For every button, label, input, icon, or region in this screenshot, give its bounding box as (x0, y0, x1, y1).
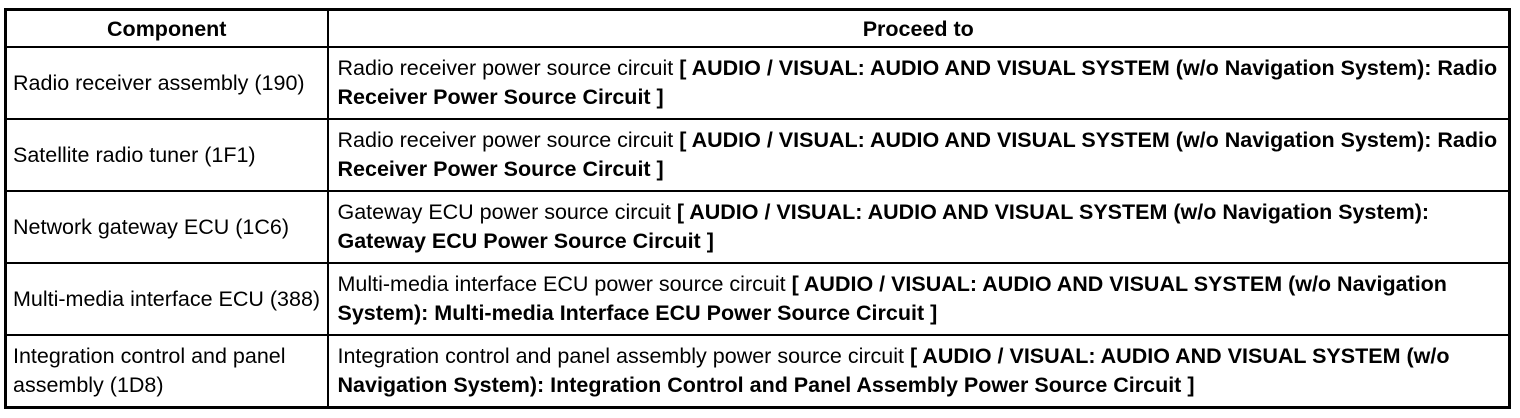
header-component: Component (4, 8, 329, 48)
table-container: Component Proceed to Radio receiver asse… (4, 8, 1511, 409)
component-cell: Network gateway ECU (1C6) (4, 190, 329, 264)
proceed-text: Gateway ECU power source circuit (337, 200, 671, 224)
proceed-text: Integration control and panel assembly p… (337, 344, 904, 368)
component-cell: Radio receiver assembly (190) (4, 46, 329, 120)
component-table: Component Proceed to Radio receiver asse… (4, 8, 1511, 409)
component-cell: Integration control and panel assembly (… (4, 334, 329, 409)
proceed-link[interactable]: [ AUDIO / VISUAL: AUDIO AND VISUAL SYSTE… (337, 200, 1430, 253)
header-proceed-to: Proceed to (326, 8, 1511, 48)
table-row: Radio receiver assembly (190) Radio rece… (4, 46, 1511, 120)
proceed-cell: Multi-media interface ECU power source c… (326, 262, 1511, 336)
header-row: Component Proceed to (4, 8, 1511, 48)
table-row: Network gateway ECU (1C6) Gateway ECU po… (4, 190, 1511, 264)
proceed-text: Multi-media interface ECU power source c… (337, 272, 786, 296)
table-row: Integration control and panel assembly (… (4, 334, 1511, 409)
proceed-link[interactable]: [ AUDIO / VISUAL: AUDIO AND VISUAL SYSTE… (337, 128, 1498, 181)
table-row: Satellite radio tuner (1F1) Radio receiv… (4, 118, 1511, 192)
proceed-cell: Gateway ECU power source circuit [ AUDIO… (326, 190, 1511, 264)
component-cell: Satellite radio tuner (1F1) (4, 118, 329, 192)
proceed-cell: Integration control and panel assembly p… (326, 334, 1511, 409)
proceed-cell: Radio receiver power source circuit [ AU… (326, 46, 1511, 120)
proceed-link[interactable]: [ AUDIO / VISUAL: AUDIO AND VISUAL SYSTE… (337, 344, 1450, 397)
proceed-link[interactable]: [ AUDIO / VISUAL: AUDIO AND VISUAL SYSTE… (337, 272, 1447, 325)
proceed-link[interactable]: [ AUDIO / VISUAL: AUDIO AND VISUAL SYSTE… (337, 56, 1498, 109)
proceed-text: Radio receiver power source circuit (337, 128, 674, 152)
proceed-text: Radio receiver power source circuit (337, 56, 674, 80)
proceed-cell: Radio receiver power source circuit [ AU… (326, 118, 1511, 192)
table-row: Multi-media interface ECU (388) Multi-me… (4, 262, 1511, 336)
component-cell: Multi-media interface ECU (388) (4, 262, 329, 336)
